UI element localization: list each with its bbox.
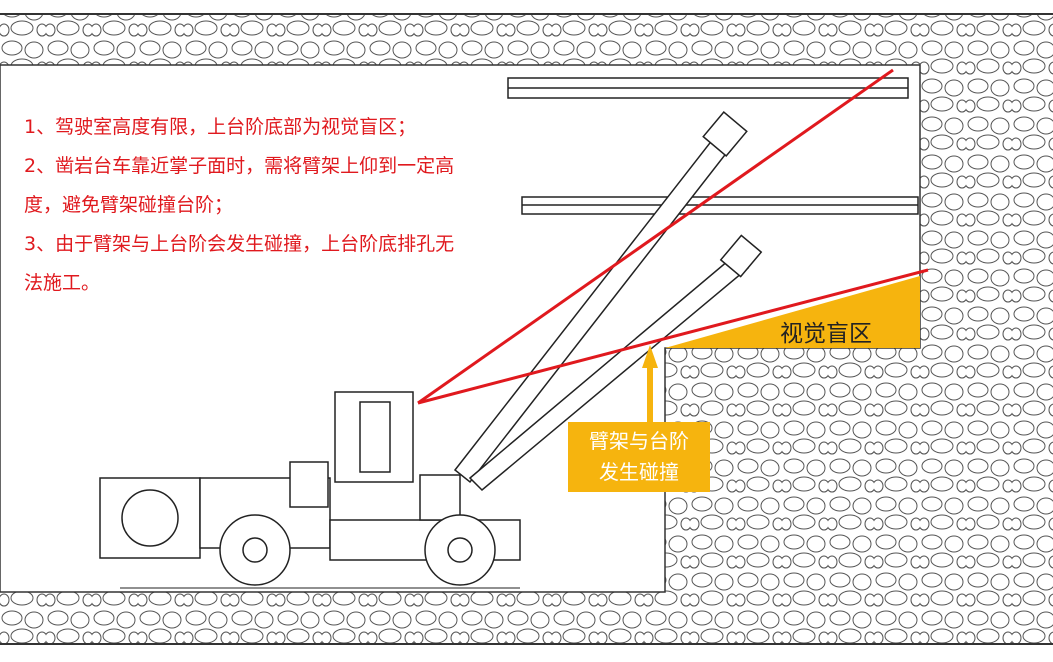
blind-zone-label: 视觉盲区 (780, 321, 872, 347)
callout-line-1: 臂架与台阶 (589, 429, 689, 453)
sightline-upper (417, 68, 894, 405)
note-2: 2、凿岩台车靠近掌子面时，需将臂架上仰到一定高度，避免臂架碰撞台阶； (24, 155, 455, 216)
callout-line-2: 发生碰撞 (599, 460, 679, 484)
arrow-up-icon (642, 345, 658, 422)
collision-callout: 臂架与台阶 发生碰撞 (568, 422, 710, 492)
note-1: 1、驾驶室高度有限，上台阶底部为视觉盲区； (24, 116, 417, 138)
sightline-lower (417, 268, 929, 405)
drill-rig (99, 77, 919, 589)
blind-zone (665, 276, 920, 348)
note-3: 3、由于臂架与上台阶会发生碰撞，上台阶底排孔无法施工。 (24, 233, 455, 294)
notes-list: 1、驾驶室高度有限，上台阶底部为视觉盲区； 2、凿岩台车靠近掌子面时，需将臂架上… (24, 108, 469, 303)
